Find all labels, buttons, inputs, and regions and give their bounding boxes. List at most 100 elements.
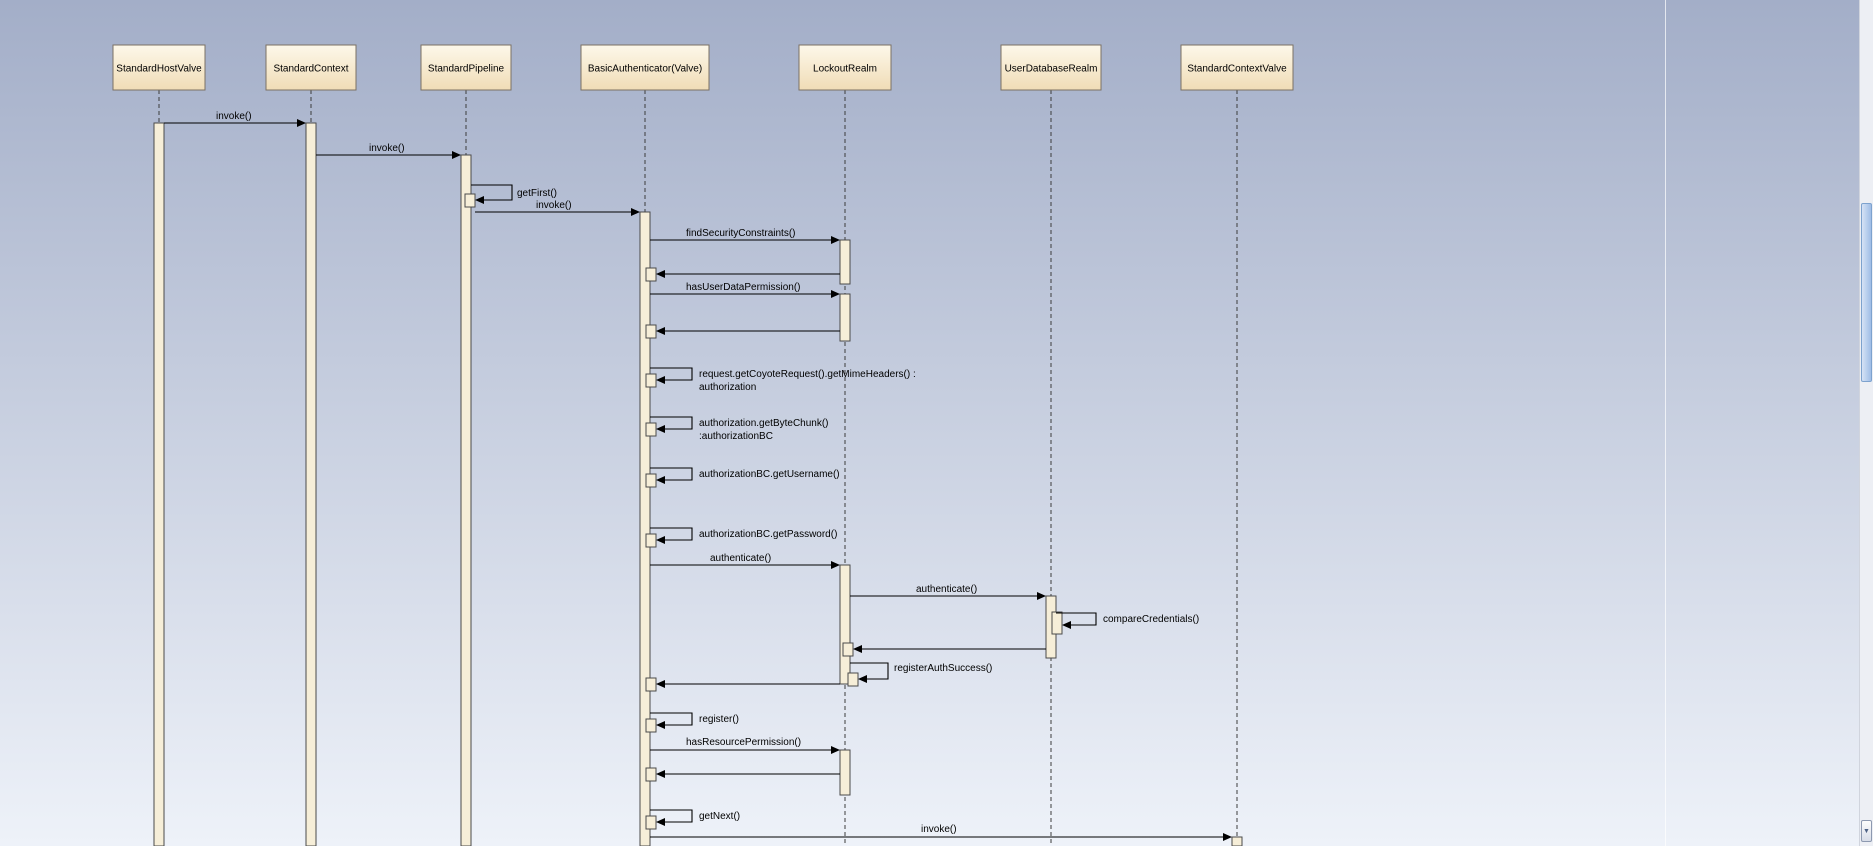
message-registerauthsuccess[interactable]: registerAuthSuccess() (850, 662, 992, 683)
arrowhead-icon (656, 680, 665, 688)
participant-standard-context-valve[interactable]: StandardContextValve (1180, 44, 1294, 91)
message-label: hasResourcePermission() (686, 737, 801, 748)
scrollbar-down-button[interactable]: ▼ (1861, 820, 1872, 842)
arrowhead-icon (831, 561, 840, 569)
message-label: findSecurityConstraints() (686, 228, 795, 239)
nested-activation-bar[interactable] (645, 767, 657, 782)
message-getnext[interactable]: getNext() (650, 809, 740, 826)
participant-label: BasicAuthenticator(Valve) (588, 64, 702, 75)
participant-standard-host-valve[interactable]: StandardHostValve (112, 44, 206, 91)
nested-activation-bar[interactable] (645, 473, 657, 488)
arrowhead-icon (831, 236, 840, 244)
return-message[interactable] (656, 770, 840, 778)
participant-basic-authenticator-valve[interactable]: BasicAuthenticator(Valve) (580, 44, 710, 91)
activation-bar[interactable] (460, 154, 472, 846)
participant-label: StandardContextValve (1187, 64, 1287, 75)
scrollbar-thumb[interactable] (1861, 203, 1872, 382)
message-authenticate[interactable]: authenticate() (650, 553, 840, 569)
arrowhead-icon (656, 270, 665, 278)
arrowhead-icon (858, 675, 867, 683)
participant-label: LockoutRealm (813, 64, 877, 75)
message-label-line2: authorization (699, 382, 756, 393)
arrowhead-icon (656, 536, 665, 544)
message-authorizationbc-getpassword[interactable]: authorizationBC.getPassword() (650, 527, 837, 544)
activation-bar[interactable] (305, 122, 317, 846)
arrowhead-icon (853, 645, 862, 653)
message-invoke[interactable]: invoke() (650, 824, 1232, 841)
nested-activation-bar[interactable] (645, 373, 657, 388)
nested-activation-bar[interactable] (645, 324, 657, 339)
participant-user-database-realm[interactable]: UserDatabaseRealm (1000, 44, 1102, 91)
arrowhead-icon (656, 327, 665, 335)
participant-box (112, 44, 206, 91)
message-register[interactable]: register() (650, 712, 739, 729)
return-message[interactable] (656, 680, 840, 688)
message-label: invoke() (536, 200, 572, 211)
participant-box (1000, 44, 1102, 91)
return-message[interactable] (656, 270, 840, 278)
nested-activation-bar[interactable] (645, 533, 657, 548)
message-invoke[interactable]: invoke() (164, 111, 306, 127)
activation-bar[interactable] (839, 564, 851, 685)
message-comparecredentials[interactable]: compareCredentials() (1056, 612, 1199, 629)
return-message[interactable] (853, 645, 1046, 653)
activation-bar[interactable] (839, 293, 851, 342)
nested-activation-bar[interactable] (645, 677, 657, 692)
activation-bar[interactable] (1231, 836, 1243, 846)
activation-bar[interactable] (839, 749, 851, 796)
activation-bar[interactable] (839, 239, 851, 285)
message-authorization-getbytechunk[interactable]: authorization.getByteChunk() :authorizati… (650, 416, 829, 442)
arrowhead-icon (631, 208, 640, 216)
nested-activation-bar[interactable] (842, 642, 854, 657)
nested-activation-bar[interactable] (847, 672, 859, 687)
arrowhead-icon (1062, 621, 1071, 629)
nested-activation-bar[interactable] (464, 193, 476, 208)
arrowhead-icon (656, 425, 665, 433)
participant-standard-pipeline[interactable]: StandardPipeline (420, 44, 512, 91)
arrowhead-icon (1037, 592, 1046, 600)
diagram-page-boundary (1665, 0, 1666, 846)
vertical-scrollbar[interactable]: ▼ (1859, 0, 1873, 846)
nested-activation-bar[interactable] (645, 815, 657, 830)
message-hasuserdatapermission[interactable]: hasUserDataPermission() (650, 282, 840, 298)
message-findsecurityconstraints[interactable]: findSecurityConstraints() (650, 228, 840, 244)
message-label: invoke() (216, 111, 252, 122)
message-invoke[interactable]: invoke() (475, 200, 640, 216)
participant-label: UserDatabaseRealm (1005, 64, 1098, 75)
message-label: authenticate() (710, 553, 771, 564)
nested-activation-bar[interactable] (1051, 611, 1063, 635)
arrowhead-icon (656, 770, 665, 778)
participant-standard-context[interactable]: StandardContext (265, 44, 357, 91)
message-label: compareCredentials() (1103, 614, 1199, 625)
message-label: getFirst() (517, 188, 557, 199)
participant-box (420, 44, 512, 91)
message-label: getNext() (699, 811, 740, 822)
participant-label: StandardPipeline (428, 64, 505, 75)
message-label: authorizationBC.getUsername() (699, 469, 840, 480)
message-label-line2: :authorizationBC (699, 431, 773, 442)
return-message[interactable] (656, 327, 840, 335)
message-authenticate[interactable]: authenticate() (850, 584, 1046, 600)
message-label: authenticate() (916, 584, 977, 595)
nested-activation-bar[interactable] (645, 718, 657, 733)
participant-box (798, 44, 892, 91)
participant-box (265, 44, 357, 91)
message-request-getcoyoterequest-getmimeheaders[interactable]: request.getCoyoteRequest().getMimeHeader… (650, 367, 916, 393)
activation-bar[interactable] (153, 122, 165, 846)
arrowhead-icon (831, 746, 840, 754)
message-invoke[interactable]: invoke() (316, 143, 461, 159)
message-label: invoke() (369, 143, 405, 154)
message-label: authorization.getByteChunk() (699, 418, 829, 429)
nested-activation-bar[interactable] (645, 267, 657, 282)
nested-activation-bar[interactable] (645, 422, 657, 437)
message-getfirst[interactable]: getFirst() (471, 184, 557, 204)
message-label: hasUserDataPermission() (686, 282, 800, 293)
participant-lockout-realm[interactable]: LockoutRealm (798, 44, 892, 91)
arrowhead-icon (656, 721, 665, 729)
message-label: registerAuthSuccess() (894, 663, 992, 674)
arrowhead-icon (831, 290, 840, 298)
message-authorizationbc-getusername[interactable]: authorizationBC.getUsername() (650, 467, 840, 484)
message-hasresourcepermission[interactable]: hasResourcePermission() (650, 737, 840, 754)
activation-bar[interactable] (639, 211, 651, 846)
